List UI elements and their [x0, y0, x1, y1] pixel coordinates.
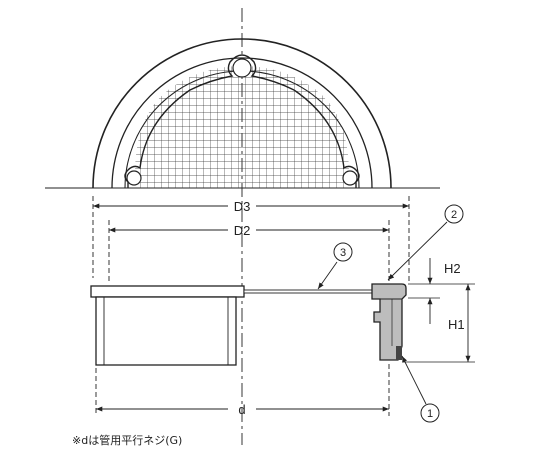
label-h2: H2 [444, 261, 461, 276]
label-d3: D3 [234, 199, 251, 214]
lobe-top [232, 58, 252, 78]
svg-text:1: 1 [427, 408, 433, 420]
lobe-left [126, 170, 142, 186]
side-view [90, 283, 407, 366]
label-d2: D2 [234, 223, 251, 238]
callout-3: 3 [317, 242, 353, 290]
dimension-d3: D3 [92, 196, 410, 282]
mesh-frame-outline [124, 54, 360, 188]
body-left [95, 296, 237, 366]
label-h1: H1 [448, 317, 465, 332]
flange-left [90, 285, 245, 298]
svg-text:3: 3 [340, 247, 346, 259]
mesh-screen [135, 66, 349, 188]
dimension-d2: D2 [108, 220, 390, 284]
flange-inner-arc [111, 57, 373, 189]
thread-note: ※dは管用平行ネジ(G) [72, 434, 183, 447]
outer-flange-arc [92, 38, 392, 189]
section-right [371, 283, 407, 361]
callout-2: 2 [387, 204, 464, 281]
lobe-right [342, 170, 358, 186]
dimension-d: d [95, 364, 390, 417]
packing [396, 346, 402, 360]
svg-text:2: 2 [451, 209, 457, 221]
callout-1: 1 [401, 355, 440, 423]
dimension-h: H2 H1 [402, 258, 475, 363]
label-d: d [238, 402, 245, 417]
mesh-line [243, 289, 373, 294]
